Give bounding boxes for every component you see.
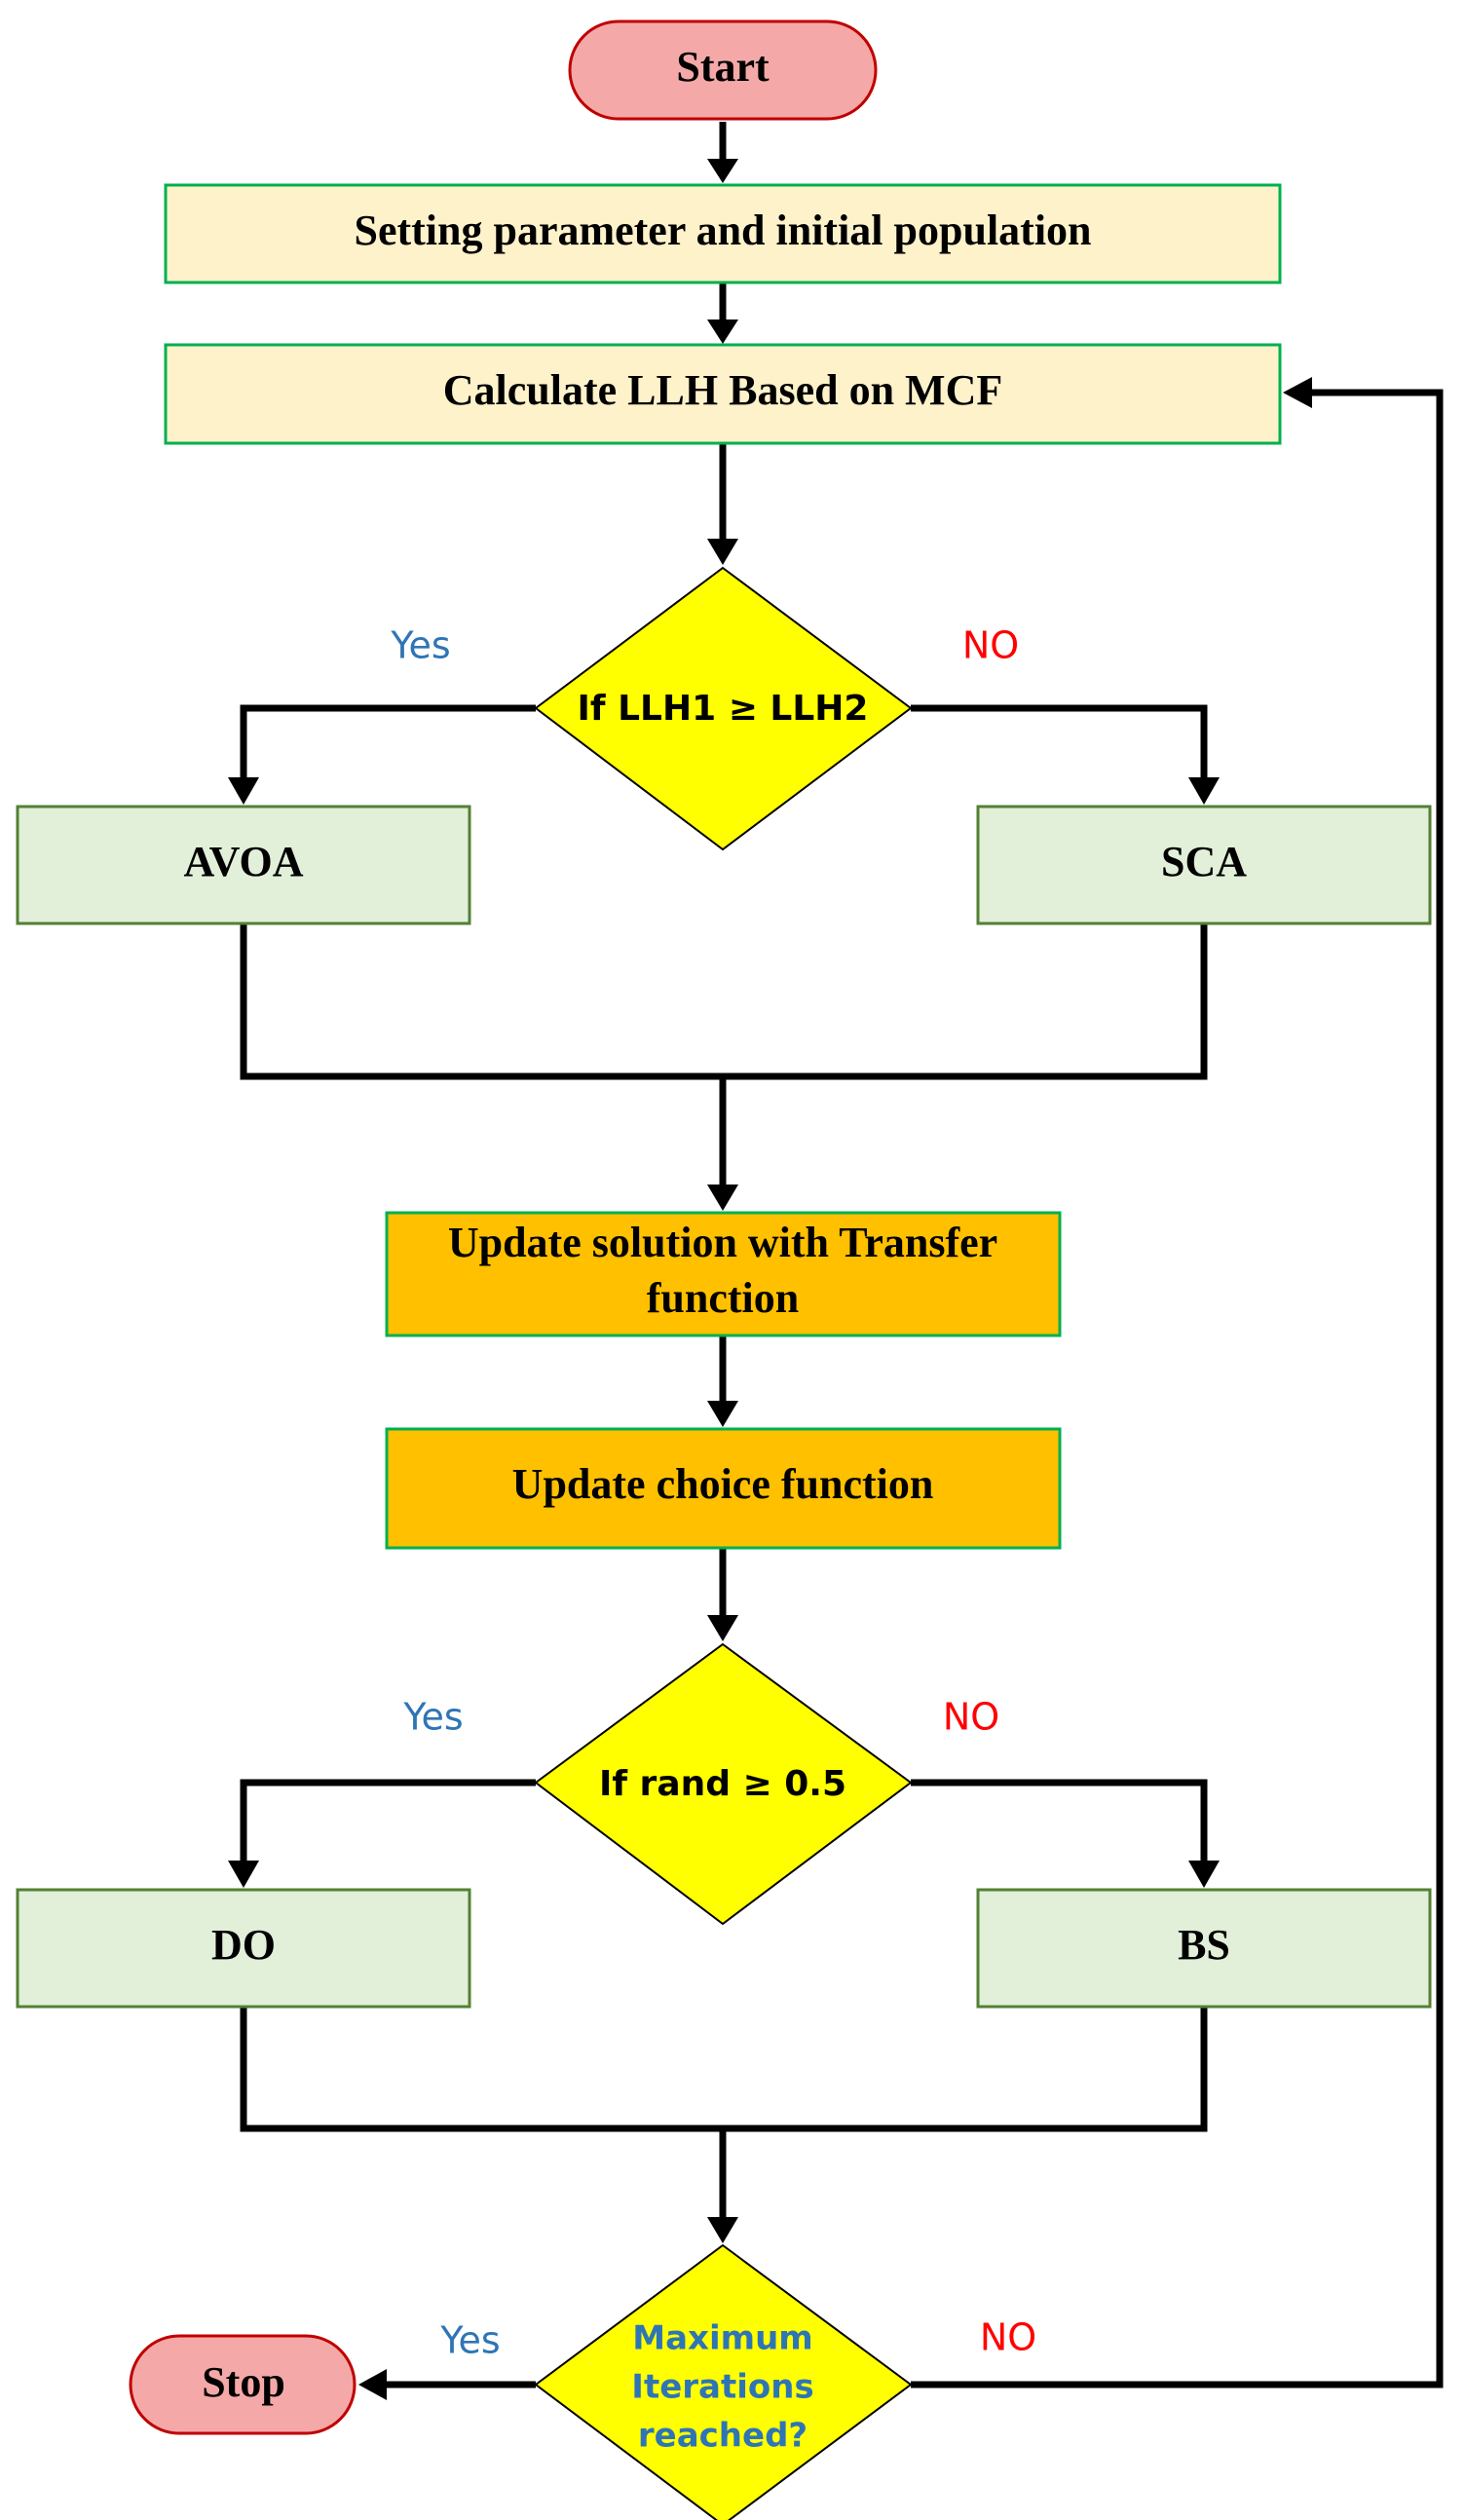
arrowhead bbox=[707, 2217, 738, 2243]
sca-label: SCA bbox=[1161, 838, 1247, 885]
arrowhead bbox=[707, 1185, 738, 1211]
arrowhead bbox=[707, 320, 738, 344]
bs-shape bbox=[976, 1888, 1432, 2009]
arrow-decision1-to-sca bbox=[911, 704, 1208, 779]
decision-max-iterations-line1: Maximum bbox=[632, 2319, 812, 2358]
arrowhead bbox=[228, 1861, 259, 1888]
decision-max-iterations-no-label: NO bbox=[980, 2316, 1036, 2359]
setup-label: Setting parameter and initial population bbox=[354, 207, 1091, 254]
decision-rand-yes-label: Yes bbox=[402, 1696, 463, 1739]
decision-max-iterations: Maximum Iterations reached? bbox=[534, 2243, 913, 2520]
stop-shape bbox=[129, 2334, 357, 2435]
arrowhead bbox=[1283, 377, 1312, 408]
decision-llh-label: If LLH1 ≥ LLH2 bbox=[578, 689, 869, 729]
decision-llh: If LLH1 ≥ LLH2 bbox=[534, 566, 913, 851]
arrowhead bbox=[707, 539, 738, 565]
setup-process: Setting parameter and initial population bbox=[164, 183, 1282, 284]
update-choice-shape bbox=[385, 1427, 1062, 1550]
decision-rand: If rand ≥ 0.5 bbox=[534, 1642, 913, 1926]
decision-rand-label: If rand ≥ 0.5 bbox=[599, 1764, 846, 1804]
arrowhead bbox=[707, 1615, 738, 1641]
avoa-process: AVOA bbox=[16, 805, 471, 925]
decision-llh-shape bbox=[534, 566, 913, 851]
setup-shape bbox=[164, 183, 1282, 284]
bs-process: BS bbox=[976, 1888, 1432, 2009]
arrow-decision2-to-bs bbox=[911, 1779, 1208, 1862]
decision-llh-no-label: NO bbox=[962, 624, 1019, 667]
decision-max-iterations-line2: Iterations bbox=[631, 2368, 813, 2407]
arrowhead bbox=[707, 1401, 738, 1427]
sca-process: SCA bbox=[976, 805, 1432, 925]
arrowhead bbox=[1188, 1861, 1220, 1888]
arrowhead bbox=[228, 777, 259, 805]
arrow-decision2-to-do bbox=[240, 1779, 536, 1862]
avoa-shape bbox=[16, 805, 471, 925]
arrowhead bbox=[358, 2369, 387, 2400]
decision-llh-yes-label: Yes bbox=[390, 624, 450, 667]
arrow-decision3-loop-to-calc bbox=[911, 389, 1444, 2388]
decision-max-iterations-line3: reached? bbox=[638, 2417, 808, 2456]
calc-label: Calculate LLH Based on MCF bbox=[443, 366, 1002, 414]
decision-max-iterations-yes-label: Yes bbox=[439, 2319, 500, 2362]
stop-terminal: Stop bbox=[129, 2334, 357, 2435]
start-shape bbox=[568, 19, 878, 121]
bs-label: BS bbox=[1178, 1921, 1230, 1969]
update-solution-process: Update solution with Transfer function bbox=[385, 1211, 1062, 1337]
do-process: DO bbox=[16, 1888, 471, 2009]
update-solution-label-line1: Update solution with Transfer bbox=[448, 1219, 997, 1266]
decision-rand-no-label: NO bbox=[943, 1696, 999, 1739]
calc-shape bbox=[164, 343, 1282, 445]
update-solution-label-line2: function bbox=[647, 1274, 799, 1322]
arrow-decision1-to-avoa bbox=[240, 704, 536, 779]
update-choice-process: Update choice function bbox=[385, 1427, 1062, 1550]
merge-avoa-sca bbox=[240, 921, 1208, 1080]
arrowhead bbox=[707, 159, 738, 183]
start-terminal: Start bbox=[568, 19, 878, 121]
decision-max-iterations-shape bbox=[534, 2243, 913, 2520]
merge-do-bs bbox=[240, 2005, 1208, 2132]
update-solution-shape bbox=[385, 1211, 1062, 1337]
arrowhead bbox=[1188, 777, 1220, 805]
update-choice-label: Update choice function bbox=[512, 1460, 934, 1508]
start-label: Start bbox=[676, 43, 770, 91]
stop-label: Stop bbox=[202, 2358, 285, 2406]
do-label: DO bbox=[211, 1921, 276, 1969]
avoa-label: AVOA bbox=[184, 838, 304, 885]
connectors bbox=[228, 122, 1444, 2400]
decision-rand-shape bbox=[534, 1642, 913, 1926]
sca-shape bbox=[976, 805, 1432, 925]
calc-process: Calculate LLH Based on MCF bbox=[164, 343, 1282, 445]
do-shape bbox=[16, 1888, 471, 2009]
